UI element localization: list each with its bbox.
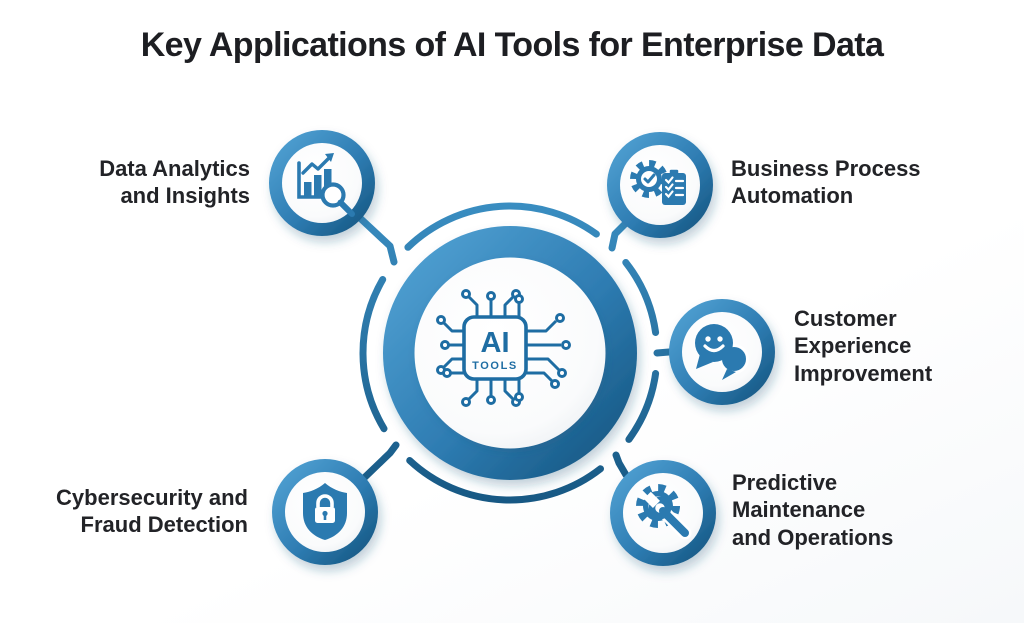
- gear-checklist-icon: [630, 160, 686, 205]
- connector-right: [653, 348, 673, 357]
- ai-chip-circuit-icon: AI TOOLS: [436, 289, 571, 407]
- node-customer-experience: [669, 299, 775, 405]
- connector-lines: [357, 215, 673, 482]
- connector-bottom-left: [360, 441, 400, 482]
- shield-lock-icon: [303, 483, 347, 540]
- chat-smiley-icon: [695, 324, 749, 380]
- hub-inner-disc: [414, 257, 606, 449]
- page-title: Key Applications of AI Tools for Enterpr…: [140, 26, 884, 64]
- bar-chart-magnifier-icon: [297, 153, 355, 217]
- label-predictive-maintenance: Predictive Maintenance and Operations: [732, 470, 894, 550]
- node-business-process: [607, 132, 713, 238]
- label-business-process: Business Process Automation: [731, 156, 921, 209]
- gear-wrench-icon: [636, 484, 692, 540]
- hub-outer-ring: [359, 202, 660, 504]
- ai-tools-hub: AI TOOLS: [383, 226, 637, 480]
- label-customer-experience: Customer Experience Improvement: [794, 306, 933, 386]
- hub-label-tools: TOOLS: [472, 360, 518, 372]
- label-data-analytics: Data Analytics and Insights: [99, 156, 250, 209]
- label-cybersecurity: Cybersecurity and Fraud Detection: [56, 485, 248, 538]
- connector-top-right: [608, 220, 629, 252]
- node-data-analytics: [269, 130, 375, 236]
- node-predictive-maintenance: [610, 460, 716, 566]
- connector-bottom-right: [612, 451, 630, 479]
- connector-top-left: [357, 215, 398, 266]
- hub-label-ai: AI: [481, 327, 510, 359]
- node-cybersecurity: [272, 459, 378, 565]
